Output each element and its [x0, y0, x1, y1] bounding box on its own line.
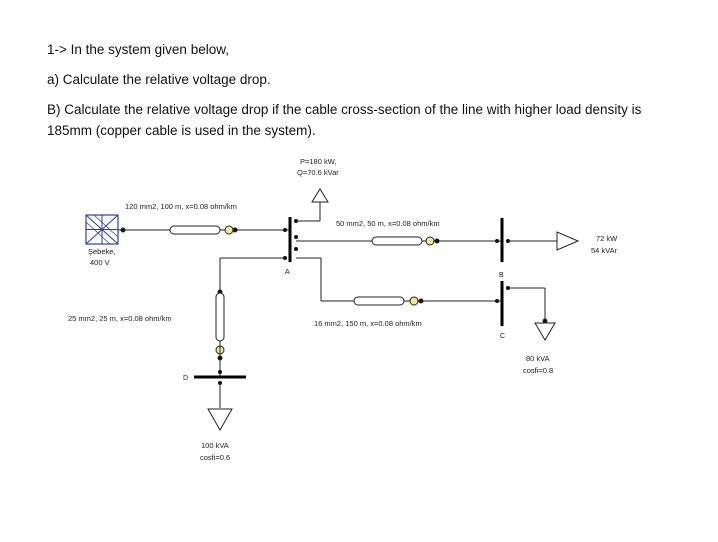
cable-a-d-label: 25 mm2, 25 m, x=0.08 ohm/km: [68, 314, 172, 323]
bus-b-label: B: [499, 272, 504, 279]
load-d-pf: cosfi=0.6: [200, 453, 230, 462]
cable-a-b: [296, 236, 502, 246]
load-b-p: 72 kW: [596, 234, 618, 243]
load-d-arrow-icon: [207, 383, 233, 432]
main-cable: [118, 225, 290, 235]
problem-line-2: a) Calculate the relative voltage drop.: [47, 72, 271, 87]
load-a-q: Q=70.6 kVar: [297, 168, 339, 177]
bus-c-label: C: [500, 333, 505, 340]
load-a-arrow-icon: [296, 188, 329, 222]
cable-a-d: [215, 257, 285, 377]
problem-line-1: 1-> In the system given below,: [47, 42, 229, 57]
load-c-s: 80 kVA: [526, 354, 550, 363]
source-name: Şebeke,: [88, 247, 116, 256]
load-a-p: P=180 kW,: [300, 157, 336, 166]
bus-a-label: A: [285, 269, 290, 276]
cable-a-c-label: 16 mm2, 150 m, x=0.08 ohm/km: [314, 319, 422, 328]
problem-line-3: B) Calculate the relative voltage drop i…: [47, 102, 642, 117]
load-b-arrow-icon: [508, 231, 580, 251]
load-c-pf: cosfi=0.8: [523, 366, 553, 375]
grid-source-icon: [85, 214, 119, 245]
load-d-s: 100 kVA: [201, 441, 229, 450]
load-b-q: 54 kVAr: [591, 246, 618, 255]
load-c-arrow-icon: [508, 287, 556, 341]
cable-a-b-label: 50 mm2, 50 m, x=0.08 ohm/km: [336, 219, 440, 228]
bus-d-label: D: [183, 375, 188, 382]
cable-a-c: [296, 257, 502, 306]
source-voltage: 400 V: [90, 258, 110, 267]
main-cable-label: 120 mm2, 100 m, x=0.08 ohm/km: [125, 202, 237, 211]
problem-line-4: 185mm (copper cable is used in the syste…: [47, 123, 316, 138]
